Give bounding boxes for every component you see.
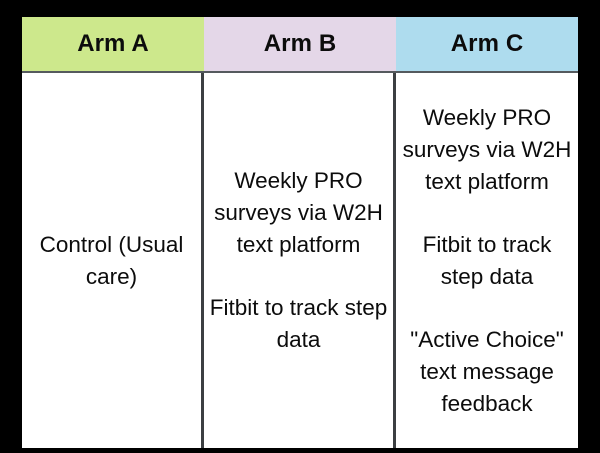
cell-text-block: Weekly PRO surveys via W2H text platform bbox=[214, 168, 383, 257]
cell-text-block: Control (Usual care) bbox=[39, 231, 184, 289]
cell-text-block: Weekly PRO surveys via W2H text platform bbox=[402, 104, 572, 194]
table-header-row: Arm A Arm B Arm C bbox=[22, 17, 578, 73]
column-header-arm-c: Arm C bbox=[396, 17, 578, 71]
cell-text-block: Fitbit to track step data bbox=[422, 231, 552, 289]
cell-arm-c: Weekly PRO surveys via W2H text platform… bbox=[396, 73, 578, 448]
cell-text-block: Fitbit to track step data bbox=[209, 295, 388, 352]
cell-arm-a: Control (Usual care) bbox=[22, 73, 204, 448]
column-header-label: Arm A bbox=[77, 30, 149, 57]
study-arm-table: Arm A Arm B Arm C Control (Usual care) W… bbox=[22, 17, 578, 448]
cell-arm-b: Weekly PRO surveys via W2H text platform… bbox=[204, 73, 396, 448]
column-header-label: Arm C bbox=[450, 30, 524, 57]
column-header-arm-a: Arm A bbox=[22, 17, 204, 71]
column-header-label: Arm B bbox=[263, 30, 337, 57]
table-body-row: Control (Usual care) Weekly PRO surveys … bbox=[22, 73, 578, 448]
cell-text-block: "Active Choice" text message feedback bbox=[410, 326, 564, 416]
column-header-arm-b: Arm B bbox=[204, 17, 396, 71]
